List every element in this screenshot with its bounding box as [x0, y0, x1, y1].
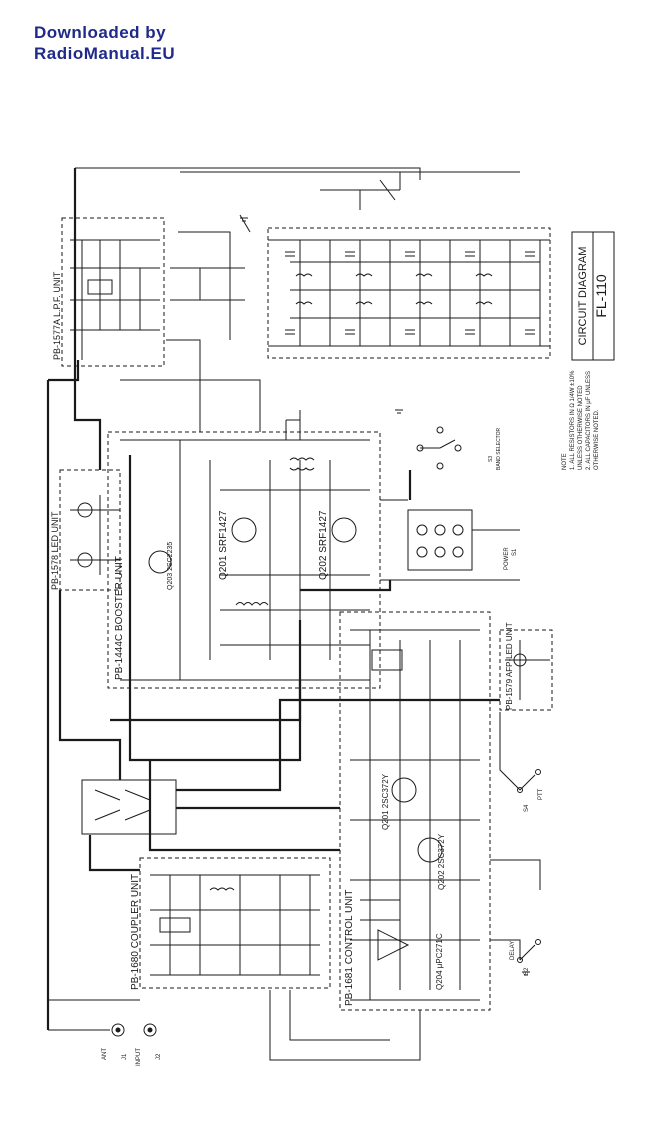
watermark-line-2: RadioManual.EU [34, 44, 176, 63]
relay-block [81, 779, 177, 835]
booster-unit-label: PB-1444C BOOSTER UNIT [114, 556, 125, 680]
power-switch-box [407, 509, 473, 571]
watermark-line-1: Downloaded by [34, 23, 167, 42]
watermark: Downloaded by RadioManual.EU [34, 22, 175, 64]
band-selector-label: BAND SELECTOR [496, 427, 502, 470]
note-line-4: OTHERWISE NOTED. [594, 409, 600, 470]
s1-label: S1 [512, 548, 518, 556]
ant-jack-icon [111, 1023, 125, 1037]
s3-label: S3 [488, 456, 494, 462]
led-unit-label: PB-1578 LED UNIT [50, 511, 60, 590]
op-amp-icon [377, 929, 410, 961]
control-unit-label: PB-1681 CONTROL UNIT [344, 890, 355, 1006]
afp-led-unit-box [499, 629, 553, 711]
s4-label: S4 [524, 804, 530, 812]
j1-label: J1 [122, 1053, 128, 1060]
input-label: INPUT [136, 1048, 142, 1066]
note-heading: NOTE [562, 453, 568, 470]
lpf-unit-label: PB-1577A L.P.F. UNIT [52, 271, 62, 360]
coupler-unit-box [139, 857, 331, 989]
q203-label: Q203 2SC2235 [167, 542, 174, 590]
control-q202-label: Q202 2SC372Y [437, 833, 446, 890]
ptt-label: PTT [538, 788, 544, 800]
coupler-unit-label: PB-1680 COUPLER UNIT [130, 874, 141, 990]
s2-label: S2 [524, 967, 530, 975]
led-unit-box [59, 469, 121, 591]
band-selector-switch [416, 426, 462, 470]
delay-label: DELAY [510, 941, 516, 960]
control-unit-box [339, 611, 491, 1011]
booster-unit-box [107, 431, 381, 689]
lpf-filter-columns [290, 240, 541, 346]
lpf-filter-box [267, 227, 551, 359]
note-line-2: UNLESS OTHERWISE NOTED [578, 385, 584, 470]
control-q202-icon [417, 837, 443, 863]
power-label: POWER [504, 547, 510, 570]
ant-label: ANT [102, 1048, 108, 1060]
ptt-delay-switches [519, 774, 536, 961]
q201-label: Q201 SRF1427 [218, 510, 229, 580]
diagram-title: CIRCUIT DIAGRAM [577, 247, 589, 346]
afp-led-unit-label: PB-1579 AFP-LED UNIT [505, 622, 514, 710]
j2-label: J2 [156, 1053, 162, 1060]
control-q204-label: Q204 μPC271C [435, 933, 444, 990]
note-line-3: 2. ALL CAPACITORS IN μF UNLESS [586, 371, 592, 470]
q202-label: Q202 SRF1427 [318, 510, 329, 580]
q201-transistor-icon [231, 517, 257, 543]
lpf-unit-box [61, 217, 165, 367]
control-q201-icon [391, 777, 417, 803]
interconnect-wiring [46, 168, 500, 1030]
control-q201-label: Q201 2SC372Y [381, 773, 390, 830]
q203-transistor-icon [148, 550, 172, 574]
note-line-1: 1. ALL RESISTORS IN Ω 1/4W ±10% [570, 370, 576, 470]
q202-transistor-icon [331, 517, 357, 543]
model-title: FL-110 [593, 274, 609, 318]
input-jack-icon [143, 1023, 157, 1037]
